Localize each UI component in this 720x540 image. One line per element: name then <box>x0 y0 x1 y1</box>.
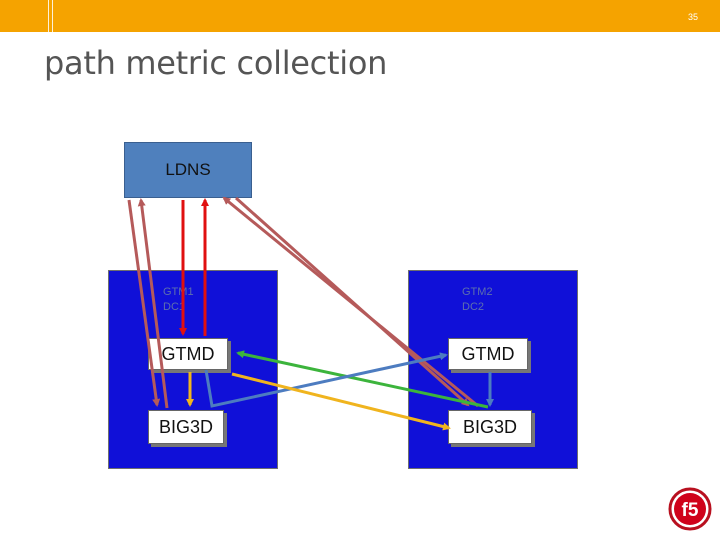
slide-title: path metric collection <box>44 44 388 82</box>
datacenter-2-label-line1: GTM2 <box>462 286 493 298</box>
datacenter-1-label-line1: GTM1 <box>163 286 194 298</box>
datacenter-2-label: GTM2 DC2 <box>462 285 493 315</box>
arrow-dc1-to-dc2-big3d <box>231 372 451 431</box>
page-number: 35 <box>687 12 698 22</box>
arrow-dc1-big3d-to-ldns <box>137 198 169 409</box>
header-bar: 35 <box>0 0 720 32</box>
datacenter-1-label-line2: DC1 <box>163 301 186 313</box>
header-divider <box>52 0 53 32</box>
arrow-dc2-big3d-to-dc1-gtmd <box>236 350 489 409</box>
datacenter-1-label: GTM1 DC1 <box>163 285 194 315</box>
arrow-ldns-to-dc1-big3d <box>127 199 161 407</box>
arrow-dc2-big3d-to-ldns <box>222 196 479 408</box>
f5-logo-text: f5 <box>682 500 699 521</box>
f5-logo: f5 <box>668 487 712 531</box>
ldns-box: LDNS <box>124 142 252 198</box>
dc1-big3d-box: BIG3D <box>148 410 224 444</box>
arrow-dc1-big3d-to-dc2-gtmd <box>204 352 448 408</box>
header-divider <box>48 0 49 32</box>
dc2-gtmd-box: GTMD <box>448 338 528 370</box>
datacenter-2-label-line2: DC2 <box>462 301 485 313</box>
